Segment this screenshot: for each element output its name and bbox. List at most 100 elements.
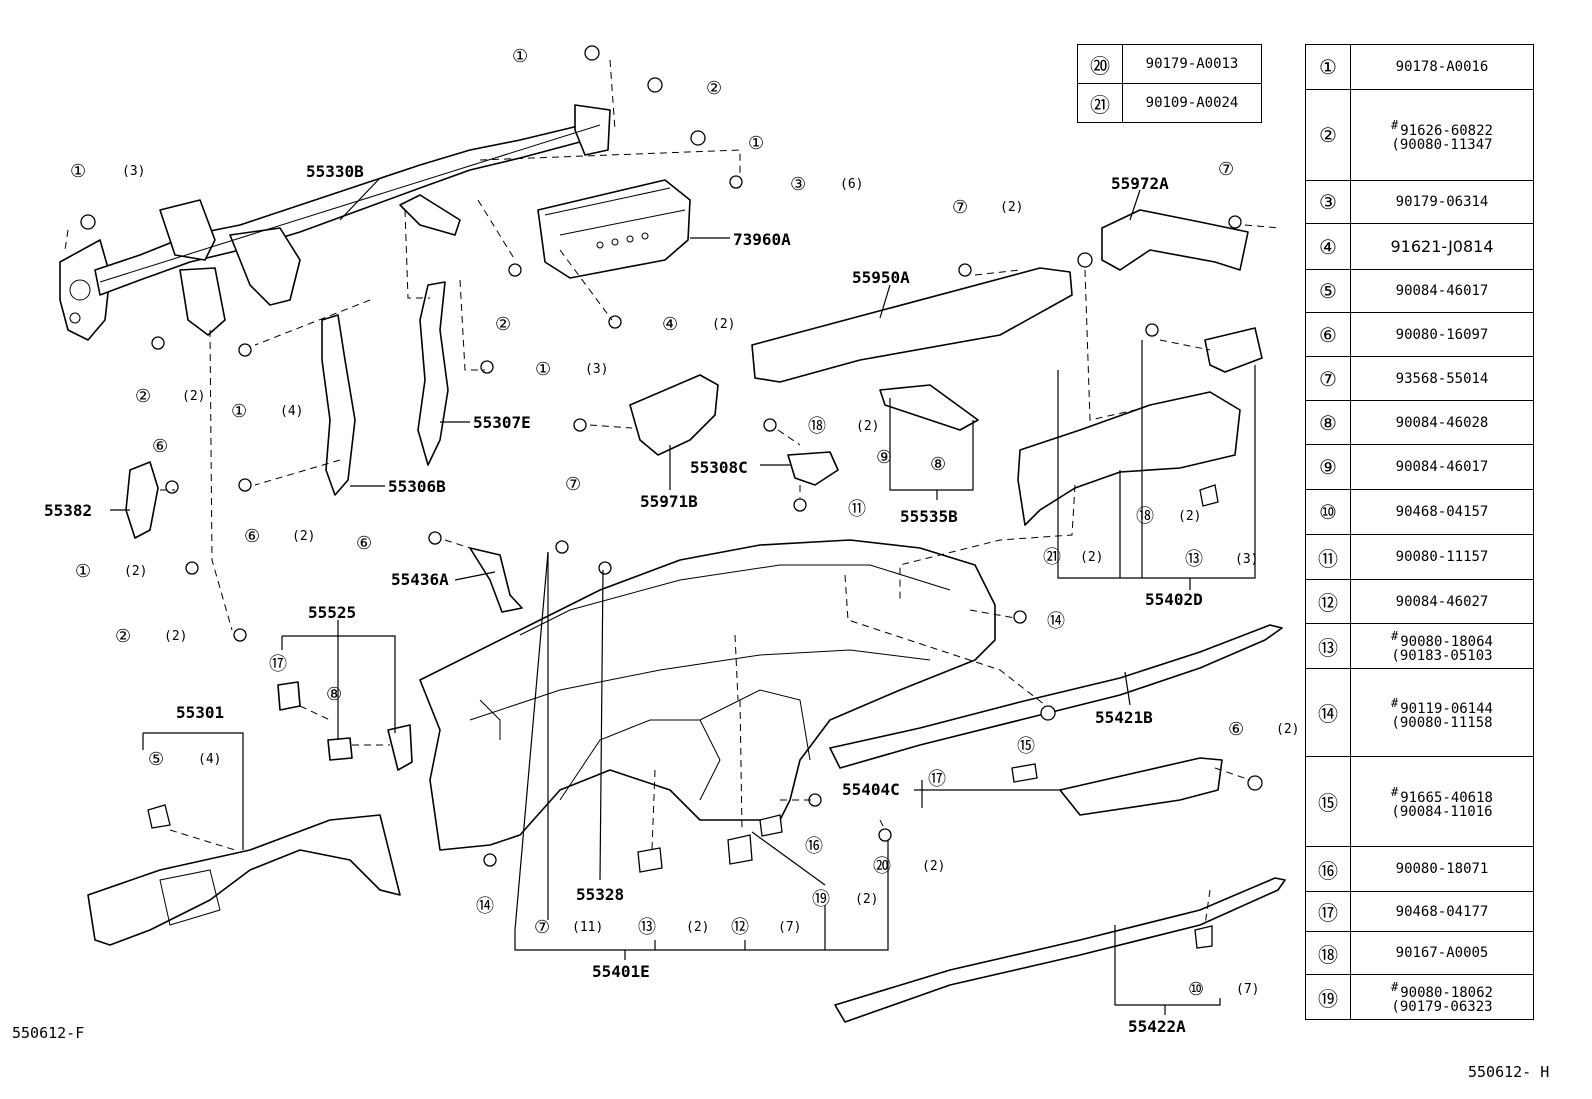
label-55404C: 55404C	[842, 780, 900, 799]
callout-1: ①	[70, 161, 86, 182]
qty-label: (4)	[280, 404, 303, 419]
label-55330B: 55330B	[306, 162, 364, 181]
qty-label: (3)	[585, 362, 608, 377]
label-55525: 55525	[308, 603, 356, 622]
callout-7: ⑦	[565, 474, 581, 495]
callout-2: ②	[706, 78, 722, 99]
qty-label: (3)	[122, 164, 145, 179]
row-symbol: ⑯	[1305, 846, 1351, 892]
qty-label: (2)	[1276, 722, 1299, 737]
callout-20: ⑳	[873, 856, 891, 877]
bracket-55535B	[879, 384, 979, 431]
part-number: 90167-A0005	[1350, 931, 1534, 975]
part-number: 90084-46017	[1350, 444, 1534, 490]
callout-6: ⑥	[152, 436, 168, 457]
row-symbol: ⑪	[1305, 534, 1351, 580]
part-number: 90178-A0016	[1350, 44, 1534, 90]
callout-8: ⑧	[326, 684, 342, 705]
qty-label: (2)	[1178, 509, 1201, 524]
part-number: 90080-18062	[1400, 985, 1493, 1001]
part-number: 93568-55014	[1350, 356, 1534, 401]
callout-4: ④	[662, 314, 678, 335]
qty-label: (2)	[1000, 200, 1023, 215]
trim-55422A	[834, 877, 1286, 1023]
register-55402D	[1204, 327, 1263, 373]
instrument-panel-reinforcement	[59, 104, 611, 341]
label-55422A: 55422A	[1128, 1017, 1186, 1036]
row-symbol: ⑱	[1305, 931, 1351, 975]
part-number: 91621-J0814	[1350, 223, 1534, 270]
callout-1: ①	[512, 46, 528, 67]
callout-1: ①	[231, 401, 247, 422]
callouts: ① ② ① ③ (6) ① (3) ② ④ (2) ① (3) ② (2) ① …	[70, 46, 1299, 1000]
part-number: 90084-46027	[1350, 579, 1534, 624]
table-row: ⑬#90080-18064(90183-05103	[1305, 623, 1534, 669]
part-number: 91665-40618	[1400, 789, 1493, 806]
replacement-mark: #	[1391, 629, 1399, 643]
label-55436A: 55436A	[391, 570, 449, 589]
trim-55421B	[829, 624, 1283, 769]
label-55301: 55301	[176, 703, 224, 722]
qty-label: (6)	[840, 177, 863, 192]
passenger-airbag-assembly	[537, 179, 691, 279]
row-symbol: ⑨	[1305, 444, 1351, 490]
part-number: 90109-A0024	[1122, 83, 1262, 123]
callout-15: ⑮	[1017, 736, 1035, 757]
row-symbol: ⑮	[1305, 756, 1351, 847]
callout-17: ⑰	[269, 654, 287, 675]
part-number: 90468-04157	[1350, 489, 1534, 535]
bracket-55382	[125, 461, 159, 539]
part-number: 90084-46028	[1350, 400, 1534, 445]
table-row: ㉑ 90109-A0024	[1077, 83, 1262, 123]
panel-55402D	[1017, 391, 1241, 526]
qty-label: (11)	[572, 920, 603, 935]
diagram-code-left: 550612-F	[12, 1024, 85, 1042]
callout-6: ⑥	[356, 533, 372, 554]
part-number: 90080-16097	[1350, 312, 1534, 357]
bracket-55525	[277, 681, 301, 711]
replacement-mark: #	[1391, 118, 1399, 132]
qty-label: (2)	[164, 629, 187, 644]
replacement-mark: #	[1391, 980, 1399, 994]
fastener-set	[80, 45, 1263, 949]
alt-part-number: (90179-06323	[1391, 999, 1493, 1015]
qty-label: (7)	[1236, 982, 1259, 997]
label-55308C: 55308C	[690, 458, 748, 477]
row-symbol: ①	[1305, 44, 1351, 90]
glove-box-55404C	[1059, 757, 1223, 816]
duct-55971B	[629, 374, 719, 456]
qty-label: (2)	[686, 920, 709, 935]
row-symbol: ⑥	[1305, 312, 1351, 357]
diagram-code-right: 550612- H	[1468, 1063, 1550, 1081]
qty-label: (3)	[1235, 552, 1258, 567]
alt-part-number: (90080-11347	[1391, 137, 1493, 153]
part-number: 90119-06144	[1400, 700, 1493, 717]
part-number: 90468-04177	[1350, 891, 1534, 932]
duct-55972A	[1101, 209, 1249, 271]
callout-13: ⑬	[638, 917, 656, 938]
qty-label: (2)	[182, 389, 205, 404]
callout-14: ⑭	[1047, 611, 1065, 632]
part-number: 90080-18064	[1400, 634, 1493, 650]
callout-17: ⑰	[928, 769, 946, 790]
part-number: 90080-11157	[1350, 534, 1534, 580]
qty-label: (2)	[292, 529, 315, 544]
callout-8: ⑧	[930, 454, 946, 475]
bracket-55306B	[321, 314, 356, 496]
part-number: 90179-A0013	[1122, 44, 1262, 84]
label-55421B: 55421B	[1095, 708, 1153, 727]
label-55971B: 55971B	[640, 492, 698, 511]
table-row: ⑳ 90179-A0013	[1077, 44, 1262, 84]
callout-6: ⑥	[1228, 719, 1244, 740]
callout-13: ⑬	[1185, 549, 1203, 570]
row-symbol: ⑦	[1305, 356, 1351, 401]
